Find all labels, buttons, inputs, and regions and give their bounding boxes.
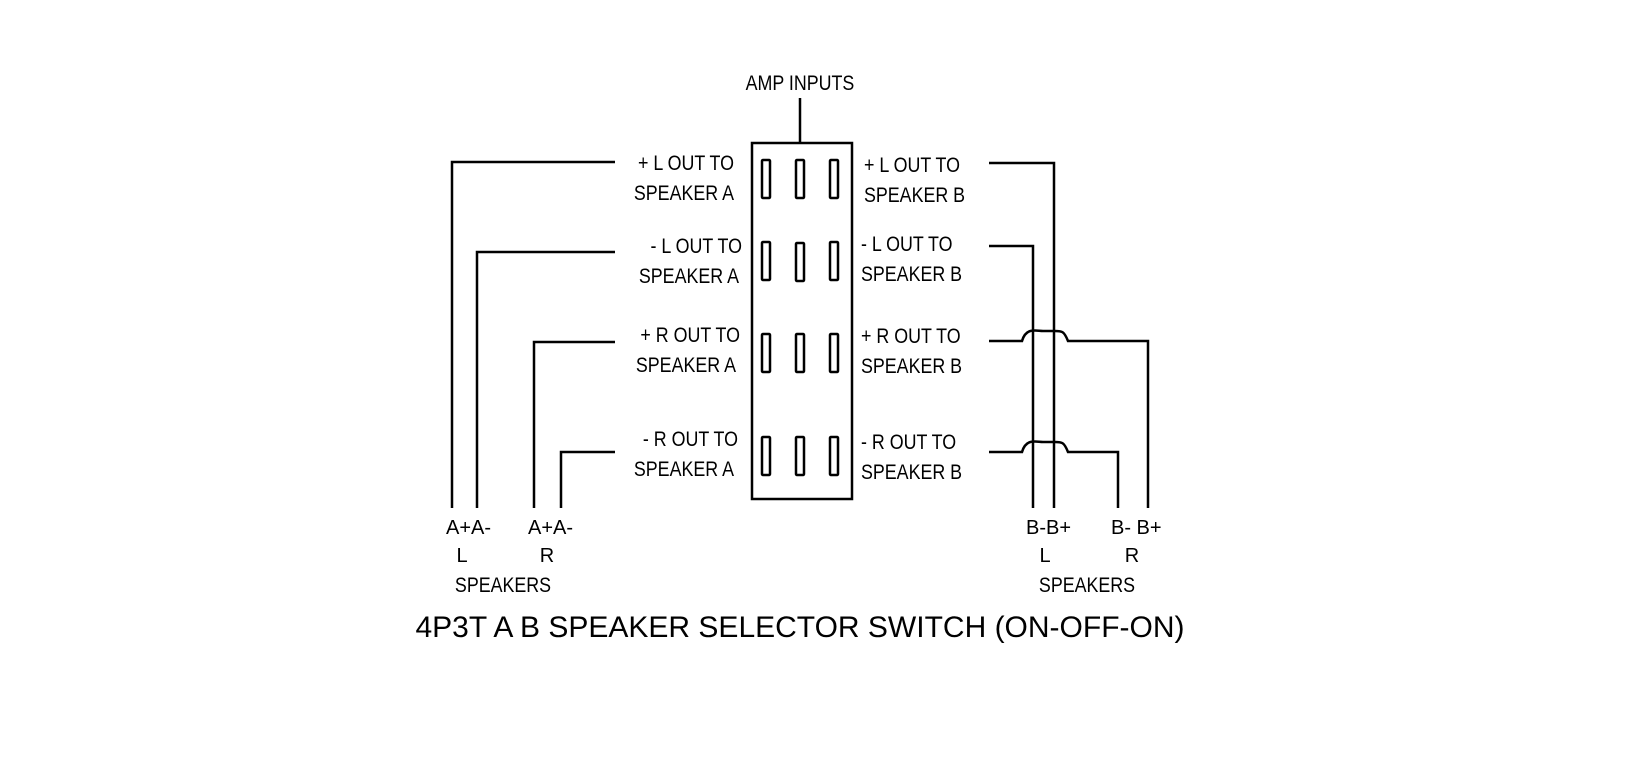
b-row2-line1: - L OUT TO [861, 233, 952, 257]
a-row2-line2: SPEAKER A [639, 265, 739, 289]
pin-r1-c3 [828, 158, 840, 200]
a-right-channel: R [540, 545, 554, 567]
pin-r2-c1 [760, 240, 772, 282]
a-row4-line1: - R OUT TO [643, 428, 738, 452]
wire-a-plus-l [450, 160, 615, 508]
a-row1-line1: + L OUT TO [638, 152, 734, 176]
pin-r2-c3 [828, 240, 840, 282]
a-right-pair: A+A- [528, 517, 573, 539]
side-b-terminals: B-B+ L B- B+ R SPEAKERS [1026, 517, 1162, 597]
b-right-channel: R [1125, 545, 1139, 567]
a-left-pair: A+A- [446, 517, 491, 539]
a-speakers-label: SPEAKERS [455, 574, 551, 598]
side-a-terminals: A+A- L A+A- R SPEAKERS [446, 517, 573, 597]
pin-r1-c1 [760, 158, 772, 200]
b-row4-line1: - R OUT TO [861, 431, 956, 455]
wire-b-minus-r [989, 440, 1120, 508]
pin-r3-c1 [760, 332, 772, 374]
pin-r4-c3 [828, 435, 840, 477]
diagram-title: 4P3T A B SPEAKER SELECTOR SWITCH (ON-OFF… [415, 611, 1184, 644]
side-b-labels: + L OUT TO SPEAKER B - L OUT TO SPEAKER … [861, 154, 965, 485]
pin-r4-c2 [794, 435, 806, 477]
pin-r3-c3 [828, 332, 840, 374]
b-left-channel: L [1039, 545, 1050, 567]
amp-inputs-label: AMP INPUTS [746, 72, 855, 96]
b-row2-line2: SPEAKER B [861, 263, 962, 287]
pin-r1-c2 [794, 158, 806, 200]
wire-b-plus-r [989, 329, 1150, 508]
a-row4-line2: SPEAKER A [634, 458, 734, 482]
pin-r4-c1 [760, 435, 772, 477]
pin-r3-c2 [794, 332, 806, 374]
b-left-pair: B-B+ [1026, 517, 1071, 539]
pin-r2-c2 [794, 241, 806, 283]
b-row4-line2: SPEAKER B [861, 461, 962, 485]
side-a-labels: + L OUT TO SPEAKER A - L OUT TO SPEAKER … [634, 152, 742, 482]
side-b-wires [989, 161, 1150, 508]
wire-a-minus-r [559, 450, 615, 508]
b-row1-line1: + L OUT TO [864, 154, 960, 178]
wire-a-minus-l [475, 250, 615, 508]
a-row3-line1: + R OUT TO [640, 324, 740, 348]
b-right-pair: B- B+ [1111, 517, 1162, 539]
b-row3-line1: + R OUT TO [861, 325, 961, 349]
side-a-wires [450, 160, 615, 508]
switch-pins [760, 158, 840, 477]
a-left-channel: L [456, 545, 467, 567]
b-row3-line2: SPEAKER B [861, 355, 962, 379]
wire-a-plus-r [532, 340, 615, 508]
wire-b-minus-l [989, 244, 1035, 508]
b-speakers-label: SPEAKERS [1039, 574, 1135, 598]
a-row1-line2: SPEAKER A [634, 182, 734, 206]
a-row3-line2: SPEAKER A [636, 354, 736, 378]
b-row1-line2: SPEAKER B [864, 184, 965, 208]
wire-b-plus-l [989, 161, 1056, 508]
a-row2-line1: - L OUT TO [651, 235, 742, 259]
